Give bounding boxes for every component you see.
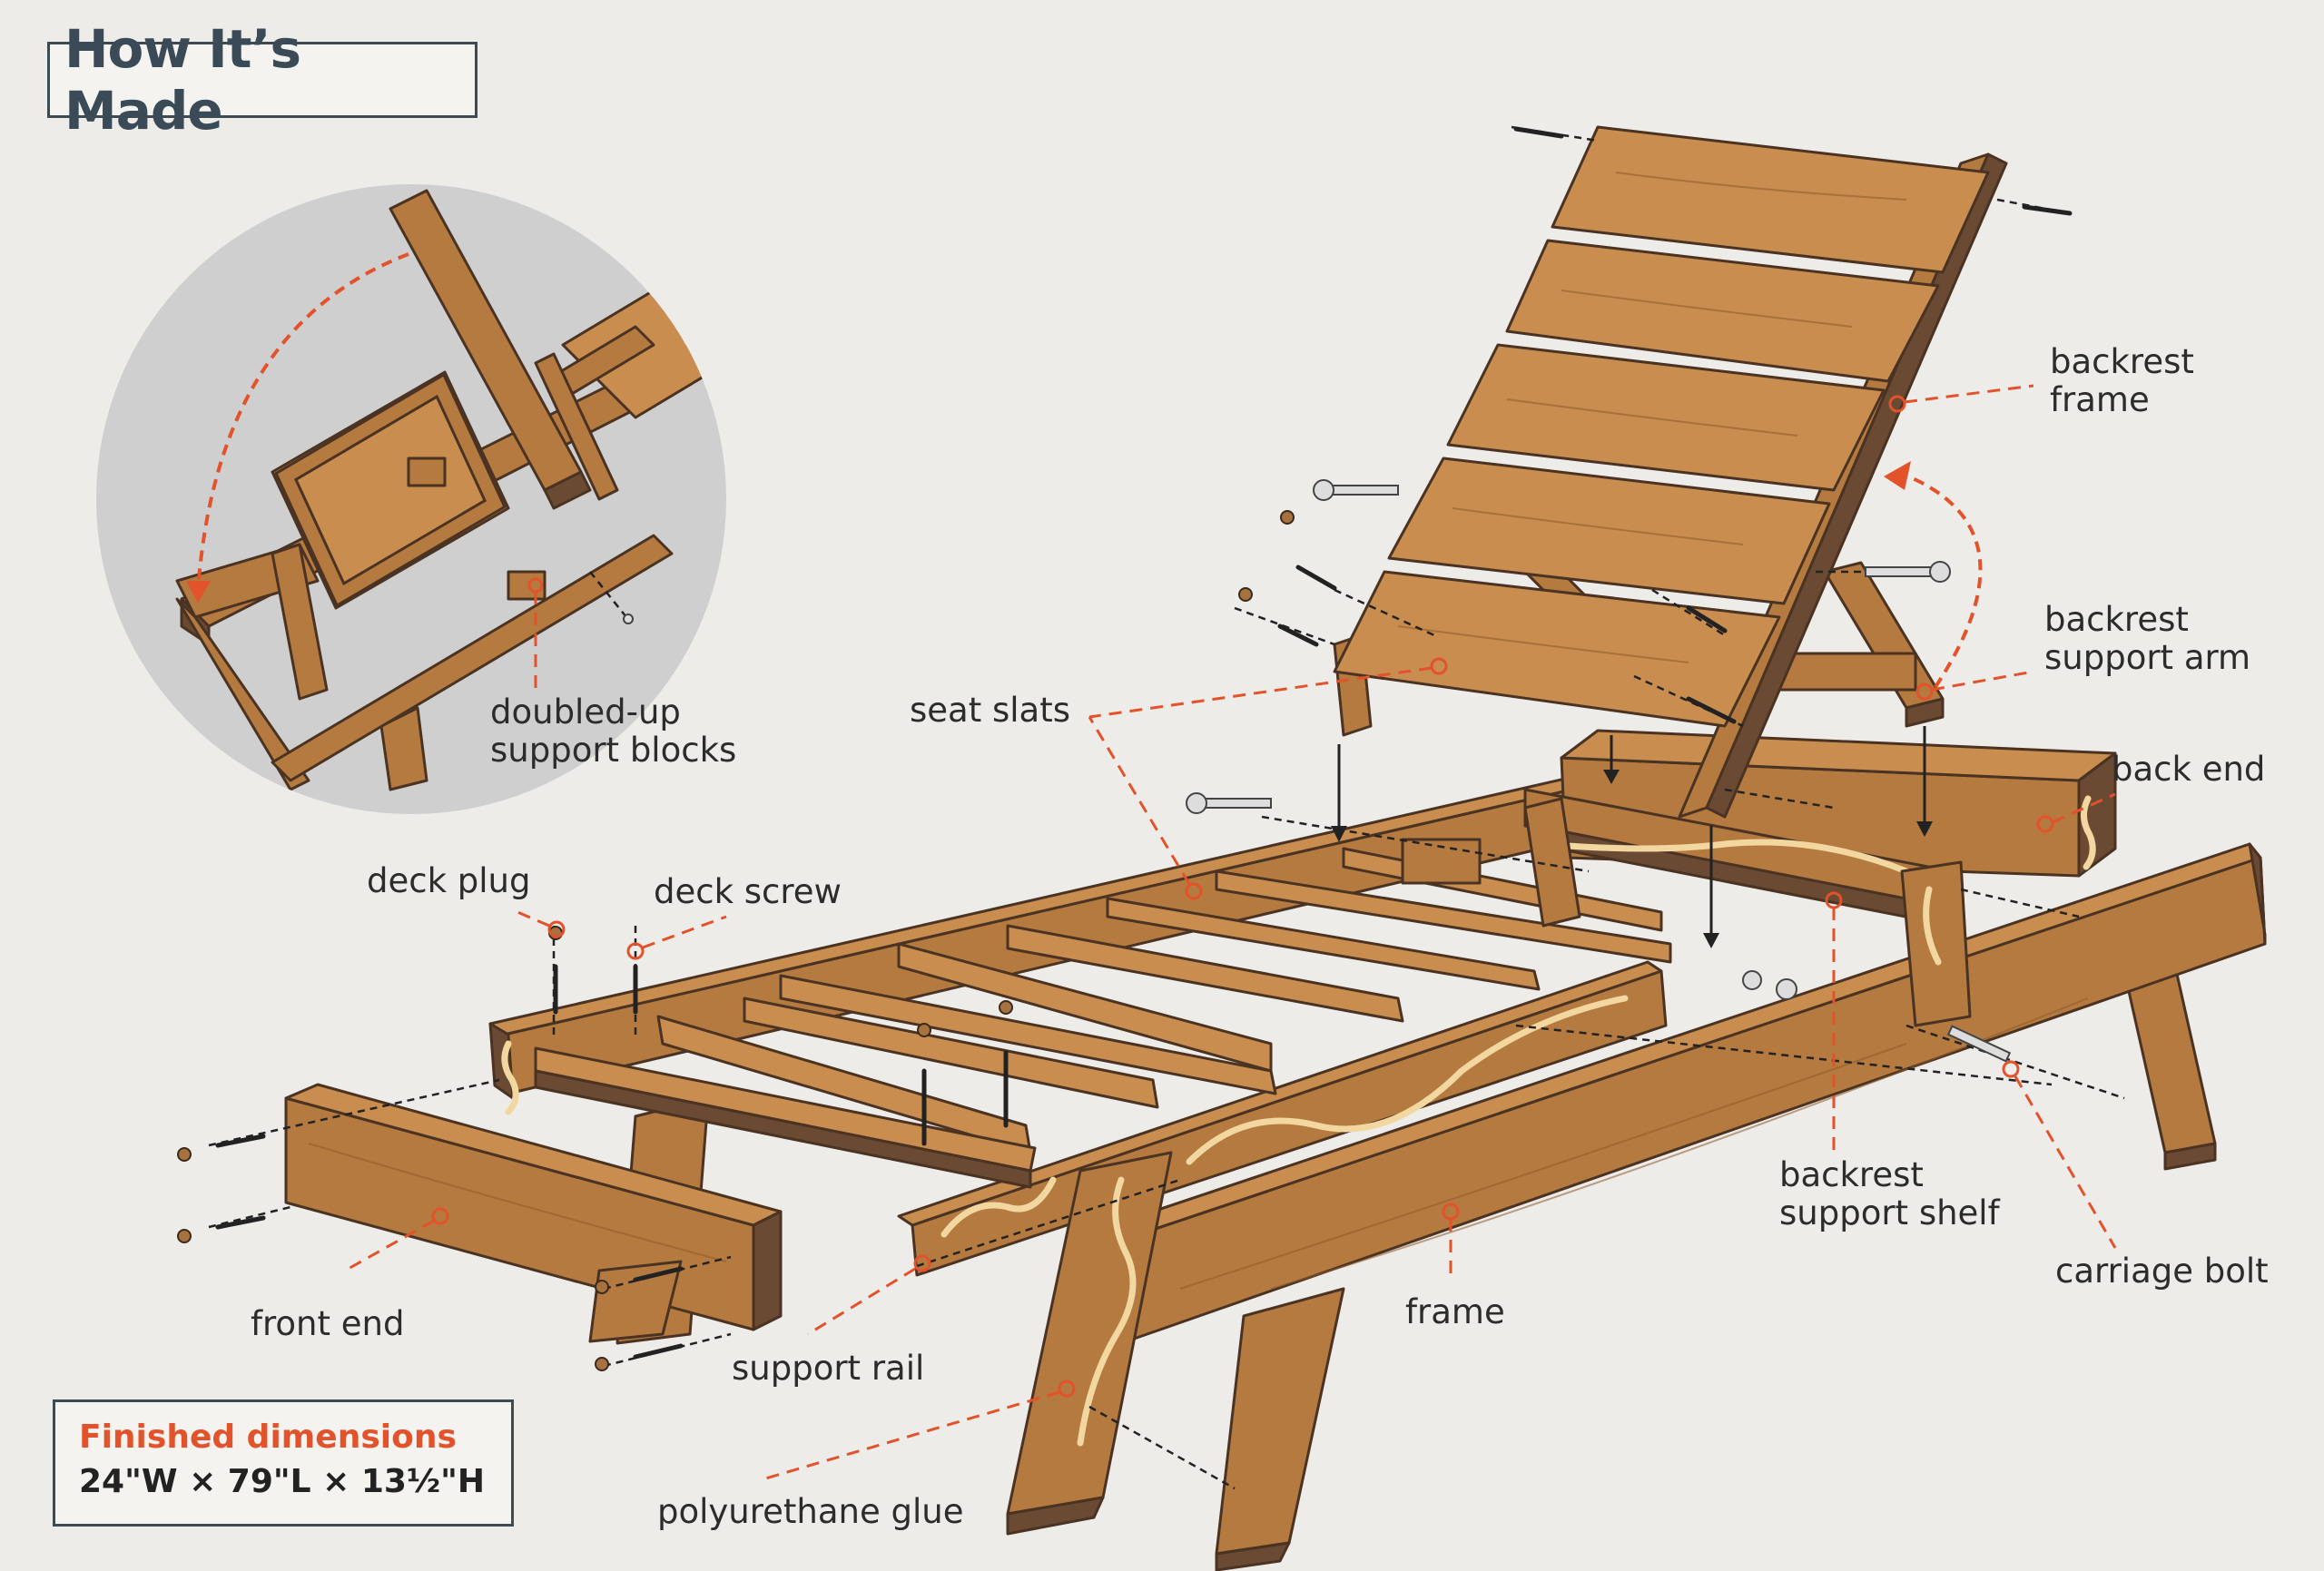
label-back-end: back end xyxy=(2112,750,2266,789)
label-doubled-up-support-blocks: doubled-up support blocks xyxy=(490,693,736,770)
dimensions-heading: Finished dimensions xyxy=(79,1419,457,1456)
detail-inset xyxy=(96,184,726,814)
backrest-slats xyxy=(1333,125,1990,728)
label-front-end: front end xyxy=(251,1304,405,1343)
chair-main xyxy=(177,125,2267,1571)
page-title: How It’s Made xyxy=(64,18,301,142)
label-line: support arm xyxy=(2044,638,2251,677)
label-line: frame xyxy=(2050,380,2150,419)
label-support-rail: support rail xyxy=(732,1349,925,1388)
finished-dimensions-box: Finished dimensions 24"W × 79"L × 13½"H xyxy=(53,1399,514,1527)
label-carriage-bolt: carriage bolt xyxy=(2055,1252,2269,1291)
label-line: support blocks xyxy=(490,731,737,770)
label-backrest-frame: backrest frame xyxy=(2050,343,2194,419)
label-seat-slats: seat slats xyxy=(910,691,1070,730)
label-line: support shelf xyxy=(1779,1193,2000,1232)
label-backrest-support-shelf: backrest support shelf xyxy=(1779,1156,2000,1232)
label-line: backrest xyxy=(2050,342,2194,381)
title-box: How It’s Made xyxy=(47,18,478,142)
label-line: backrest xyxy=(1779,1155,1924,1194)
dimensions-value: 24"W × 79"L × 13½"H xyxy=(79,1463,486,1500)
label-polyurethane-glue: polyurethane glue xyxy=(657,1492,964,1531)
label-frame: frame xyxy=(1405,1292,1505,1331)
label-backrest-support-arm: backrest support arm xyxy=(2044,601,2250,677)
label-line: backrest xyxy=(2044,600,2189,639)
label-deck-plug: deck plug xyxy=(367,861,531,900)
label-deck-screw: deck screw xyxy=(654,872,842,911)
label-line: doubled-up xyxy=(490,692,681,731)
callout-lines xyxy=(344,384,2117,1481)
